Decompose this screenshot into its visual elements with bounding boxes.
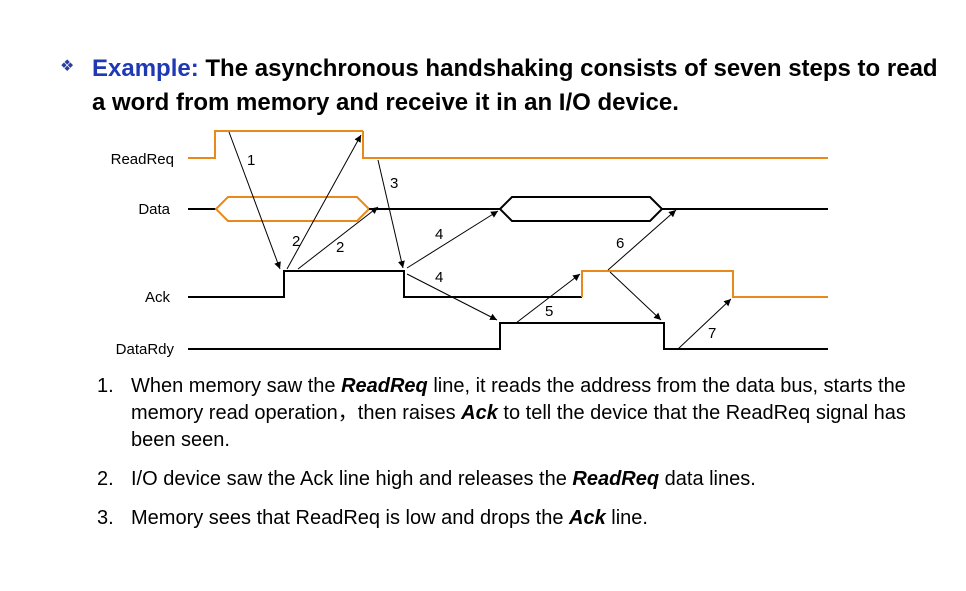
step-text-emphasis: Ack: [569, 507, 606, 529]
step-number: 2.: [97, 468, 114, 490]
data-word-valid: [498, 196, 664, 222]
arrow-step-1: [228, 131, 281, 270]
heading-text: Example: The asynchronous handshaking co…: [92, 52, 940, 120]
ack-waveform-1: [188, 270, 582, 298]
signal-label-data: Data: [138, 201, 170, 218]
step-number: 3.: [97, 507, 114, 529]
step-label-7: 7: [708, 325, 716, 342]
arrow-step-2b: [297, 206, 379, 270]
ack-waveform-2: [581, 270, 828, 298]
step-text-emphasis: ReadReq: [572, 468, 660, 490]
step-list: 1. When memory saw the ReadReq line, it …: [97, 373, 937, 544]
signal-label-datardy: DataRdy: [116, 341, 175, 358]
heading-label: Example:: [92, 55, 199, 82]
step-text-part: When memory saw the: [131, 375, 342, 397]
step-label-2b: 2: [336, 239, 344, 256]
step-label-1: 1: [247, 152, 255, 169]
arrow-step-6a: [607, 209, 677, 271]
step-label-4a: 4: [435, 226, 443, 243]
heading-body: The asynchronous handshaking consists of…: [92, 55, 938, 116]
step-text-part: line.: [605, 507, 648, 529]
heading: ❖ Example: The asynchronous handshaking …: [60, 52, 940, 120]
arrow-step-4a: [406, 210, 499, 269]
step-text-part: to tell the device that the ReadReq sign…: [131, 402, 906, 451]
datardy-waveform: [188, 322, 828, 350]
signal-label-ack: Ack: [145, 289, 171, 306]
step-label-3: 3: [390, 175, 398, 192]
step-number: 1.: [97, 375, 114, 397]
step-label-4b: 4: [435, 269, 443, 286]
step-label-5: 5: [545, 303, 553, 320]
arrow-step-2a: [286, 134, 362, 270]
diamond-bullet-icon: ❖: [60, 58, 75, 75]
readreq-waveform-low: [362, 131, 828, 159]
step-item: 3. Memory sees that ReadReq is low and d…: [97, 505, 937, 532]
step-text: When memory saw the ReadReq line, it rea…: [131, 375, 906, 451]
arrow-step-7: [677, 298, 732, 350]
arrow-step-3: [377, 159, 405, 269]
arrow-step-5: [515, 273, 581, 324]
step-text-part: I/O device saw the Ack line high and rel…: [131, 468, 573, 490]
signal-label-readreq: ReadReq: [111, 151, 174, 168]
step-text-part: Memory sees that ReadReq is low and drop…: [131, 507, 569, 529]
step-item: 2. I/O device saw the Ack line high and …: [97, 466, 937, 493]
step-text: Memory sees that ReadReq is low and drop…: [131, 507, 648, 529]
step-text-emphasis: ReadReq: [341, 375, 428, 397]
readreq-waveform-high: [188, 130, 363, 159]
step-text-part: line, it reads the address from the data…: [131, 375, 906, 424]
arrow-step-4b: [406, 273, 498, 321]
step-text-emphasis: Ack: [461, 402, 498, 424]
step-text-part: data lines.: [659, 468, 756, 490]
step-label-6: 6: [616, 235, 624, 252]
step-text: I/O device saw the Ack line high and rel…: [131, 468, 756, 490]
step-label-2a: 2: [292, 233, 300, 250]
data-address-valid: [214, 196, 371, 222]
step-item: 1. When memory saw the ReadReq line, it …: [97, 373, 937, 454]
arrow-step-6b: [609, 271, 662, 321]
